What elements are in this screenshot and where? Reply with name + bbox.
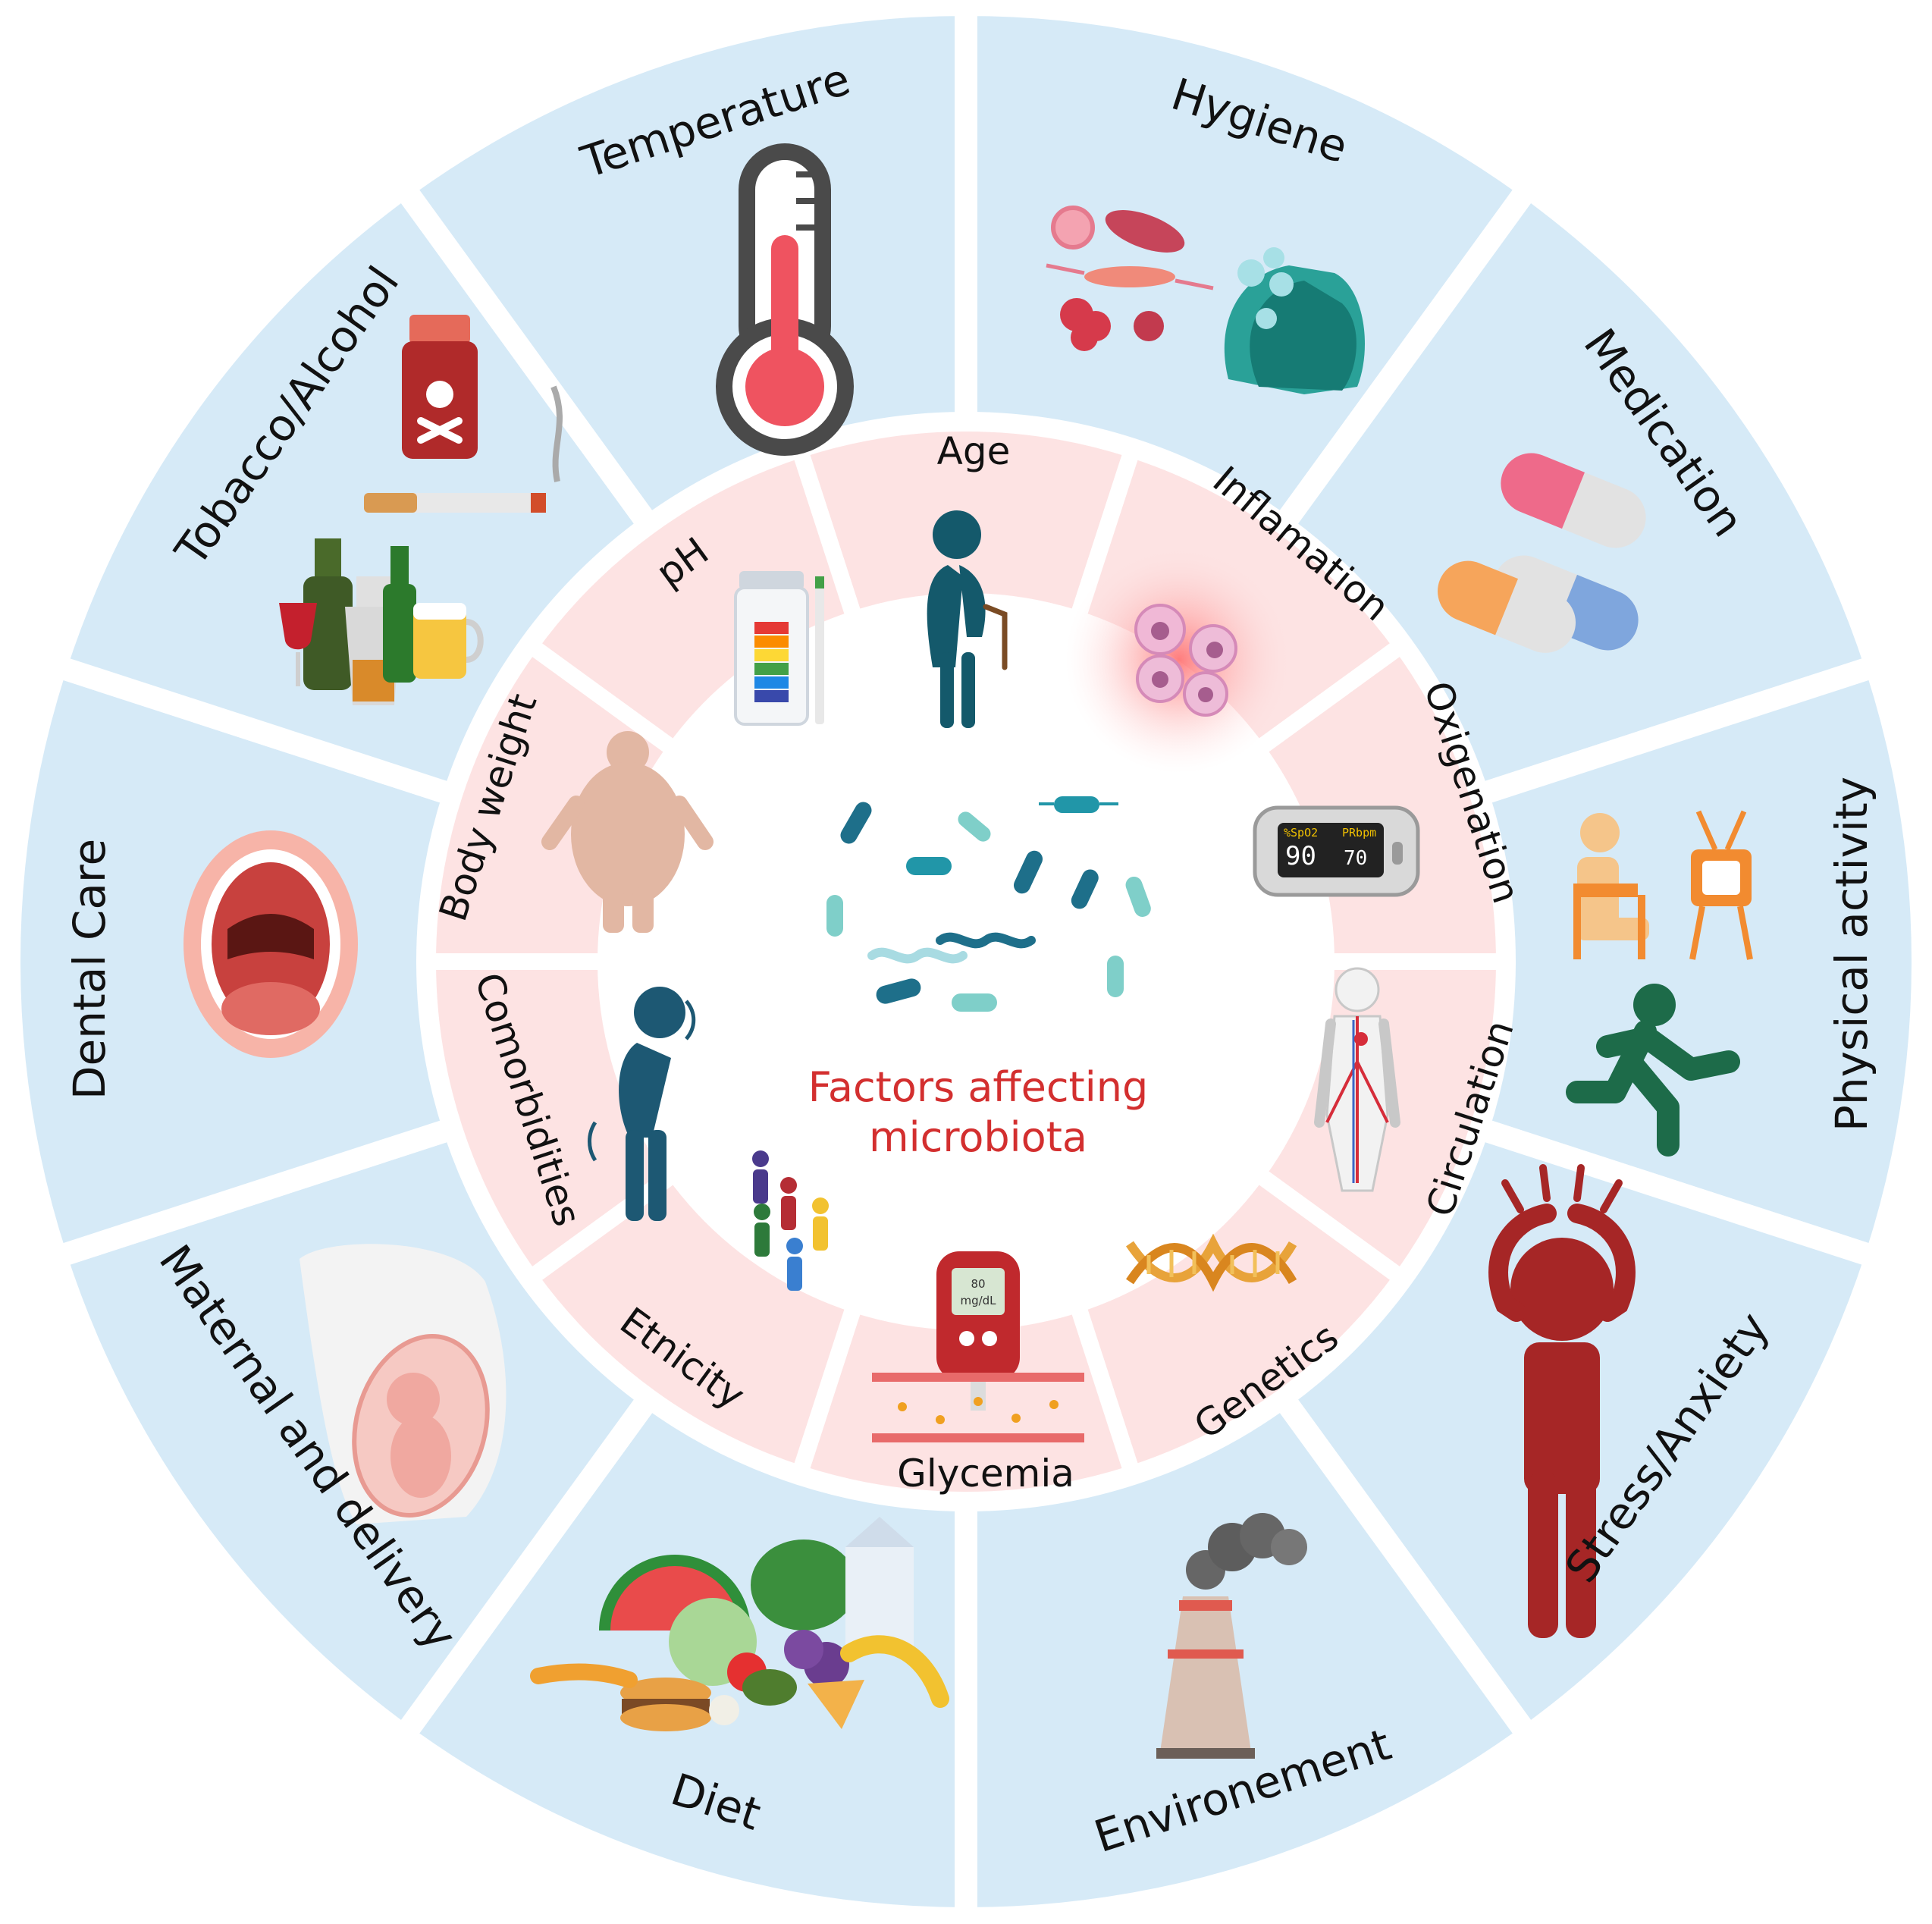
circulatory-system-icon — [1314, 967, 1400, 1192]
open-mouth-icon — [183, 830, 358, 1058]
inflamed-cells-icon — [1065, 546, 1293, 774]
outer-label-physical-activity: Physical activity — [1826, 777, 1877, 1131]
factory-smokestack-icon — [1156, 1513, 1307, 1759]
outer-label-dental-care: Dental Care — [64, 839, 115, 1100]
center-title-line2: microbiota — [869, 1113, 1087, 1161]
tobacco-alcohol-icon — [279, 315, 563, 705]
sick-person-icon — [588, 987, 696, 1221]
elderly-person-icon — [927, 510, 1008, 728]
stressed-person-icon — [1488, 1164, 1636, 1638]
food-icon — [530, 1517, 949, 1731]
glucometer-unit: mg/dL — [960, 1294, 996, 1307]
glucometer-value: 80 — [971, 1277, 985, 1291]
thermometer-icon — [716, 143, 854, 456]
handwashing-bacteria-icon — [1046, 206, 1365, 394]
glucometer-icon: 80 mg/dL — [872, 1251, 1084, 1442]
center-circle — [606, 601, 1326, 1322]
runner-sedentary-icon — [1566, 810, 1753, 1157]
spo2-label: %SpO2 — [1284, 826, 1318, 840]
pulse-oximeter-icon: %SpO2 PRbpm 90 70 — [1253, 805, 1420, 897]
pr-value: 70 — [1344, 847, 1367, 870]
overweight-person-icon — [541, 731, 714, 933]
inner-label-age: Age — [937, 429, 1011, 473]
diverse-people-icon — [752, 1150, 829, 1291]
pregnancy-icon — [300, 1244, 507, 1524]
spo2-value: 90 — [1285, 841, 1316, 871]
center-title-line1: Factors affecting — [808, 1063, 1148, 1111]
inner-label-glycemia: Glycemia — [897, 1452, 1074, 1496]
bacteria-icon — [826, 796, 1151, 1012]
ph-strip-icon — [734, 571, 824, 726]
dna-helix-icon — [1126, 1233, 1297, 1292]
pr-label: PRbpm — [1342, 826, 1376, 840]
pills-icon — [1438, 453, 1646, 653]
